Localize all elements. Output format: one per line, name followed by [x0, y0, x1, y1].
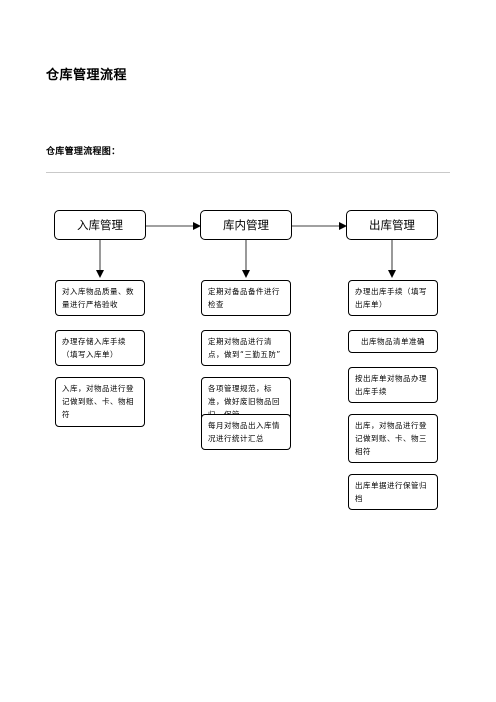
internal-step-4: 每月对物品出入库情况进行统计汇总	[201, 414, 291, 450]
divider	[46, 172, 450, 173]
outbound-step-3: 按出库单对物品办理出库手续	[348, 367, 438, 403]
internal-step-2: 定期对物品进行清点，做到“三勤五防”	[201, 330, 291, 366]
outbound-step-5: 出库单据进行保管归档	[348, 474, 438, 510]
inbound-step-2: 办理存储入库手续（填写入库单）	[55, 330, 145, 366]
internal-header: 库内管理	[200, 210, 292, 240]
inbound-step-1: 对入库物品质量、数量进行严格验收	[55, 280, 145, 316]
flowchart-caption: 仓库管理流程图：	[46, 147, 121, 157]
outbound-step-1: 办理出库手续（填写出库单）	[348, 280, 438, 316]
outbound-header: 出库管理	[346, 210, 438, 240]
internal-step-1: 定期对备品备件进行检查	[201, 280, 291, 316]
outbound-step-4: 出库，对物品进行登记做到账、卡、物三相符	[348, 414, 438, 463]
inbound-header: 入库管理	[54, 210, 146, 240]
outbound-step-2: 出库物品清单准确	[348, 330, 438, 353]
inbound-step-3: 入库，对物品进行登记做到账、卡、物相符	[55, 377, 145, 427]
page-title: 仓库管理流程	[46, 68, 128, 83]
